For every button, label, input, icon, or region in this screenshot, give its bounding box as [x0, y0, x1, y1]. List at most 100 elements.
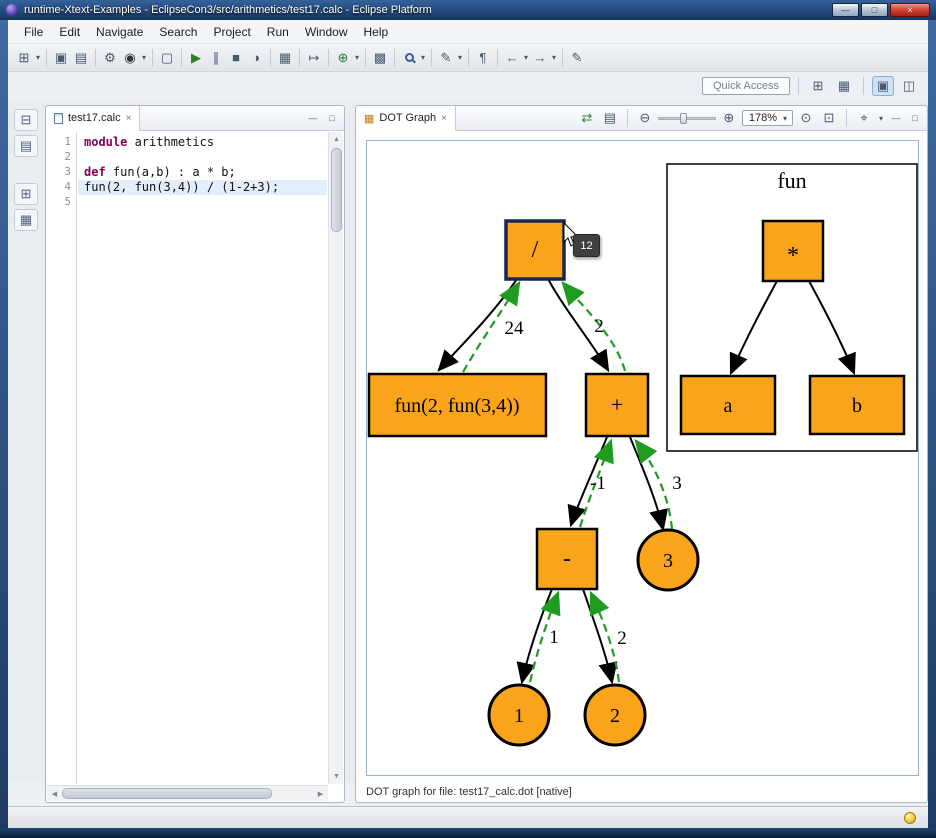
editor-panel: test17.calc × — □ 1 2 3 4 5 module: [45, 105, 345, 803]
minimize-view-button[interactable]: —: [888, 110, 904, 126]
toolbar-separator: [181, 49, 182, 67]
zoom-original-icon[interactable]: ⊙: [796, 108, 816, 128]
menu-window[interactable]: Window: [297, 22, 356, 42]
scroll-right-icon[interactable]: ▶: [313, 786, 328, 801]
last-edit-location-icon[interactable]: ✎: [567, 48, 587, 68]
scrollbar-thumb[interactable]: [331, 148, 342, 232]
magnifier-icon: [405, 53, 414, 62]
zoom-level-combo[interactable]: 178% ▾: [742, 110, 793, 126]
zoom-out-icon[interactable]: ⊖: [635, 108, 655, 128]
toolbar-separator: [328, 49, 329, 67]
edge-label-neg1: -1: [590, 473, 606, 494]
forward-icon[interactable]: →: [530, 48, 550, 68]
open-perspective-icon[interactable]: ⊞: [807, 76, 829, 96]
lightbulb-icon[interactable]: [904, 812, 916, 824]
close-window-button[interactable]: ×: [890, 3, 930, 17]
edge-label-2: 2: [594, 316, 604, 337]
menu-bar: File Edit Navigate Search Project Run Wi…: [8, 20, 928, 44]
menu-search[interactable]: Search: [151, 22, 205, 42]
dropdown-caret[interactable]: ▾: [456, 53, 464, 62]
maximize-view-button[interactable]: □: [324, 110, 340, 126]
dropdown-caret[interactable]: ▾: [34, 53, 42, 62]
new-wizard-icon[interactable]: ⊞: [14, 48, 34, 68]
scrollbar-thumb[interactable]: [62, 788, 272, 799]
maximize-view-button[interactable]: □: [907, 110, 923, 126]
console-icon[interactable]: ▢: [157, 48, 177, 68]
code-editor[interactable]: module arithmetics def fun(a,b) : a * b;…: [78, 132, 327, 784]
build-icon[interactable]: ⚙: [100, 48, 120, 68]
toolbar-separator: [798, 77, 799, 95]
toolbar-separator: [431, 49, 432, 67]
trace-suspend-icon[interactable]: ∥: [206, 48, 226, 68]
dropdown-caret[interactable]: ▾: [353, 53, 361, 62]
toolbar-separator: [562, 49, 563, 67]
menu-navigate[interactable]: Navigate: [88, 22, 151, 42]
profile-icon[interactable]: ◑: [246, 48, 266, 68]
menu-file[interactable]: File: [16, 22, 51, 42]
debug-perspective-icon[interactable]: ◫: [898, 76, 920, 96]
scroll-up-icon[interactable]: ▲: [329, 132, 344, 147]
sync-with-editor-icon[interactable]: ⇄: [577, 108, 597, 128]
code-line-current[interactable]: fun(2, fun(3,4)) / (1-2+3);: [78, 180, 327, 195]
dropdown-caret[interactable]: ▾: [419, 53, 427, 62]
annotation-icon[interactable]: ✎: [436, 48, 456, 68]
toolbar-separator: [394, 49, 395, 67]
horizontal-scrollbar[interactable]: ◀ ▶: [47, 785, 328, 801]
graph-canvas[interactable]: fun: [366, 140, 919, 776]
back-icon[interactable]: ←: [502, 48, 522, 68]
trace-stop-icon[interactable]: ■: [226, 48, 246, 68]
code-line[interactable]: [78, 150, 327, 165]
dropdown-caret[interactable]: ▾: [877, 114, 885, 123]
goto-icon[interactable]: ↦: [304, 48, 324, 68]
dropdown-caret[interactable]: ▾: [140, 53, 148, 62]
restore-view-icon[interactable]: ⊟: [14, 109, 38, 131]
titlebar[interactable]: runtime-Xtext-Examples - EclipseCon3/src…: [0, 0, 936, 20]
problems-view-icon[interactable]: ▦: [14, 209, 38, 231]
vertical-scrollbar[interactable]: ▲ ▼: [328, 132, 343, 784]
close-tab-icon[interactable]: ×: [441, 113, 447, 124]
dropdown-caret[interactable]: ▾: [522, 53, 530, 62]
data-source-icon[interactable]: ⊕: [333, 48, 353, 68]
edge-label-24: 24: [505, 318, 525, 339]
dropdown-caret[interactable]: ▾: [550, 53, 558, 62]
menu-help[interactable]: Help: [356, 22, 397, 42]
package-explorer-icon[interactable]: ▤: [14, 135, 38, 157]
run-external-tools-icon[interactable]: ◉: [120, 48, 140, 68]
code-line[interactable]: [78, 195, 327, 210]
tab-dot-graph[interactable]: ▦ DOT Graph ×: [356, 106, 456, 131]
code-line[interactable]: module arithmetics: [78, 135, 327, 150]
save-all-icon[interactable]: ▤: [71, 48, 91, 68]
tab-test17-calc[interactable]: test17.calc ×: [46, 106, 140, 131]
window-title: runtime-Xtext-Examples - EclipseCon3/src…: [24, 4, 432, 16]
node-two-label: 2: [610, 705, 620, 727]
scroll-left-icon[interactable]: ◀: [47, 786, 62, 801]
zoom-in-icon[interactable]: ⊕: [719, 108, 739, 128]
menu-project[interactable]: Project: [205, 22, 258, 42]
code-line[interactable]: def fun(a,b) : a * b;: [78, 165, 327, 180]
table-view-icon[interactable]: ▦: [275, 48, 295, 68]
zoom-slider[interactable]: [658, 111, 716, 125]
export-image-icon[interactable]: ▤: [600, 108, 620, 128]
maximize-window-button[interactable]: □: [861, 3, 888, 17]
trace-run-icon[interactable]: ▶: [186, 48, 206, 68]
save-icon[interactable]: ▣: [51, 48, 71, 68]
fit-to-canvas-icon[interactable]: ⌖: [854, 108, 874, 128]
active-perspective-icon[interactable]: ▣: [872, 76, 894, 96]
menu-run[interactable]: Run: [259, 22, 297, 42]
minimize-window-button[interactable]: —: [832, 3, 859, 17]
toolbar-separator: [846, 109, 847, 127]
menu-edit[interactable]: Edit: [51, 22, 88, 42]
zoom-slider-thumb[interactable]: [680, 113, 687, 124]
quick-access-box[interactable]: Quick Access: [702, 77, 790, 95]
outline-view-icon[interactable]: ⊞: [14, 183, 38, 205]
zoom-selection-icon[interactable]: ⊡: [819, 108, 839, 128]
resource-perspective-icon[interactable]: ▦: [833, 76, 855, 96]
scroll-down-icon[interactable]: ▼: [329, 769, 344, 784]
close-tab-icon[interactable]: ×: [126, 113, 132, 124]
minimize-view-button[interactable]: —: [305, 110, 321, 126]
package-icon[interactable]: ▩: [370, 48, 390, 68]
toolbar-separator: [627, 109, 628, 127]
search-icon[interactable]: [399, 48, 419, 68]
mark-occurrences-icon[interactable]: ¶: [473, 48, 493, 68]
